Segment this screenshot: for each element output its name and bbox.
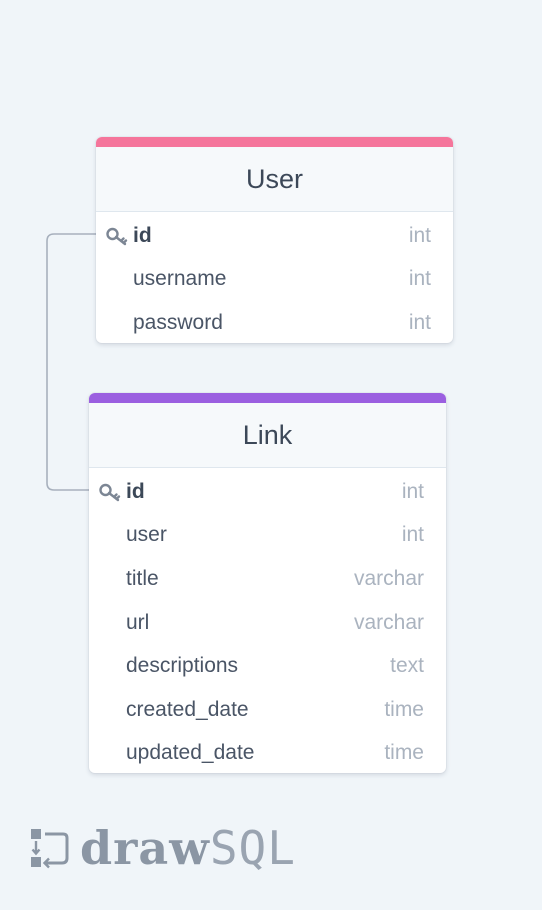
table-user-columns: id int username int password int bbox=[96, 212, 453, 343]
drawsql-logo: drawSQL bbox=[30, 824, 296, 872]
column-name: id bbox=[133, 223, 152, 247]
column-row-descriptions[interactable]: descriptions text bbox=[89, 644, 446, 688]
column-type: time bbox=[384, 741, 424, 765]
table-link[interactable]: Link id int user int title varchar url v… bbox=[89, 393, 446, 773]
column-row-updated-date[interactable]: updated_date time bbox=[89, 732, 446, 773]
column-type: varchar bbox=[353, 566, 424, 590]
table-user[interactable]: User id int username int password int bbox=[96, 137, 453, 343]
column-name: created_date bbox=[126, 697, 249, 721]
column-name: descriptions bbox=[126, 654, 239, 678]
column-type: text bbox=[390, 654, 424, 678]
column-type: varchar bbox=[353, 610, 424, 634]
table-user-title[interactable]: User bbox=[96, 147, 453, 212]
column-type: int bbox=[401, 523, 424, 547]
column-name: id bbox=[126, 479, 145, 503]
primary-key-icon bbox=[106, 227, 128, 245]
column-name: password bbox=[133, 310, 223, 334]
column-type: time bbox=[384, 697, 424, 721]
logo-word-sql: SQL bbox=[209, 821, 296, 875]
column-type: int bbox=[401, 479, 424, 503]
column-row-created-date[interactable]: created_date time bbox=[89, 688, 446, 732]
column-row-password[interactable]: password int bbox=[96, 301, 453, 343]
column-name: updated_date bbox=[126, 741, 255, 765]
column-row-title[interactable]: title varchar bbox=[89, 557, 446, 601]
table-user-accent-bar bbox=[96, 137, 453, 147]
drawsql-wordmark: drawSQL bbox=[80, 825, 296, 871]
column-type: int bbox=[408, 267, 431, 291]
table-link-columns: id int user int title varchar url varcha… bbox=[89, 468, 446, 773]
column-name: username bbox=[133, 267, 227, 291]
column-row-id[interactable]: id int bbox=[89, 470, 446, 514]
drawsql-logo-icon bbox=[31, 829, 69, 869]
primary-key-icon bbox=[99, 483, 121, 501]
table-link-title[interactable]: Link bbox=[89, 403, 446, 468]
logo-word-draw: draw bbox=[80, 821, 210, 875]
column-name: user bbox=[126, 523, 167, 547]
column-name: url bbox=[126, 610, 150, 634]
column-row-user[interactable]: user int bbox=[89, 514, 446, 558]
column-name: title bbox=[126, 566, 159, 590]
column-row-url[interactable]: url varchar bbox=[89, 601, 446, 645]
table-link-accent-bar bbox=[89, 393, 446, 403]
column-type: int bbox=[408, 310, 431, 334]
column-row-id[interactable]: id int bbox=[96, 214, 453, 258]
column-row-username[interactable]: username int bbox=[96, 258, 453, 302]
column-type: int bbox=[408, 223, 431, 247]
